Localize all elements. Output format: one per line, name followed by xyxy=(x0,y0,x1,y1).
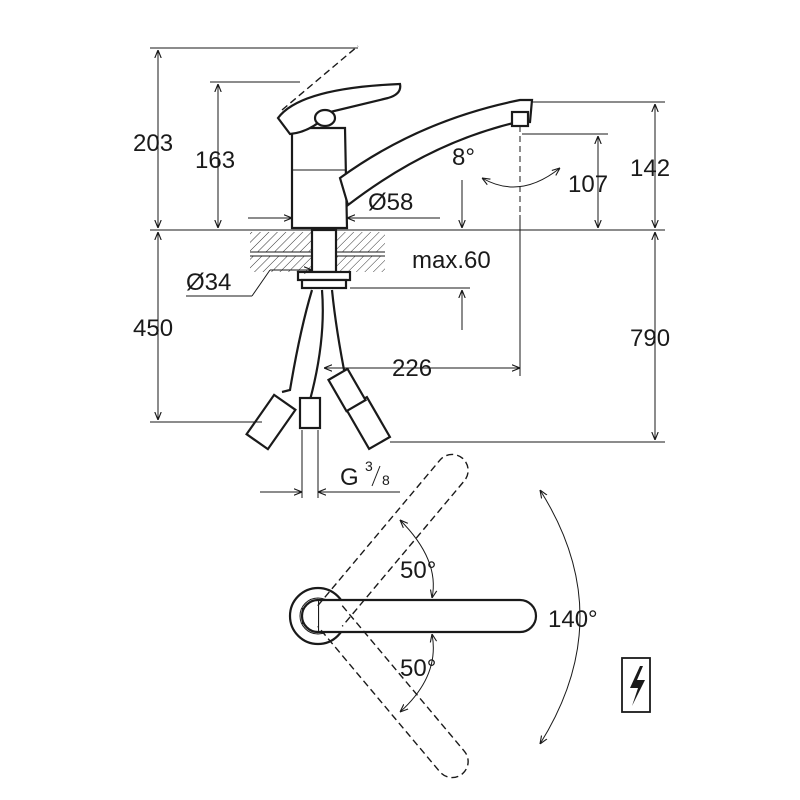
dim-spout-angle: 8° xyxy=(452,144,475,171)
arc-50-lower xyxy=(400,634,433,712)
angle-upper-label: 50° xyxy=(400,557,436,584)
top-view: 50° 50° 140° xyxy=(288,453,598,779)
hose-left xyxy=(281,289,314,394)
dim-spout-reach: 226 xyxy=(392,355,432,382)
aerator xyxy=(510,110,530,128)
arc-140 xyxy=(540,490,581,744)
lever-top-rotated-up xyxy=(317,453,469,627)
shank xyxy=(310,228,338,274)
lever-top-center xyxy=(316,598,538,634)
arc-50-upper xyxy=(400,520,433,598)
fitting-left xyxy=(245,393,297,451)
side-view: 203 163 142 107 8° Ø58 max.60 Ø34 4 xyxy=(133,45,670,498)
dim-hose-length: 450 xyxy=(133,315,173,342)
lightning-bolt-icon xyxy=(630,666,645,706)
lever-handle xyxy=(276,82,402,136)
dim-total-height: 203 xyxy=(133,130,173,157)
dim-thread-numerator: 3 xyxy=(365,458,373,474)
dim-max-thickness: max.60 xyxy=(412,247,491,274)
angle-lower-label: 50° xyxy=(400,655,436,682)
hose-right xyxy=(330,289,348,381)
lever-raised-outline xyxy=(281,45,359,111)
dim-overall-length: 790 xyxy=(630,325,670,352)
pressure-symbol xyxy=(621,657,651,713)
dim-body-diameter: Ø58 xyxy=(368,189,413,216)
mounting-plate xyxy=(300,278,348,290)
dim-shank-diameter: Ø34 xyxy=(186,269,231,296)
faucet-body xyxy=(290,126,349,230)
dim-spout-height: 142 xyxy=(630,155,670,182)
dim-thread-g: G xyxy=(340,464,359,491)
lever-knob xyxy=(313,108,337,128)
angle-total-label: 140° xyxy=(548,606,598,633)
hose-right-sleeve xyxy=(326,367,368,413)
dim-thread-denominator: 8 xyxy=(382,472,390,488)
dim-body-height: 163 xyxy=(195,147,235,174)
dim-arc-8deg xyxy=(482,168,560,188)
fitting-middle xyxy=(298,396,322,430)
lever-top-rotated-down xyxy=(317,605,469,779)
mounting-nut xyxy=(296,270,352,282)
hose-middle xyxy=(308,289,324,401)
dim-outlet-height: 107 xyxy=(568,171,608,198)
spout xyxy=(338,98,534,207)
